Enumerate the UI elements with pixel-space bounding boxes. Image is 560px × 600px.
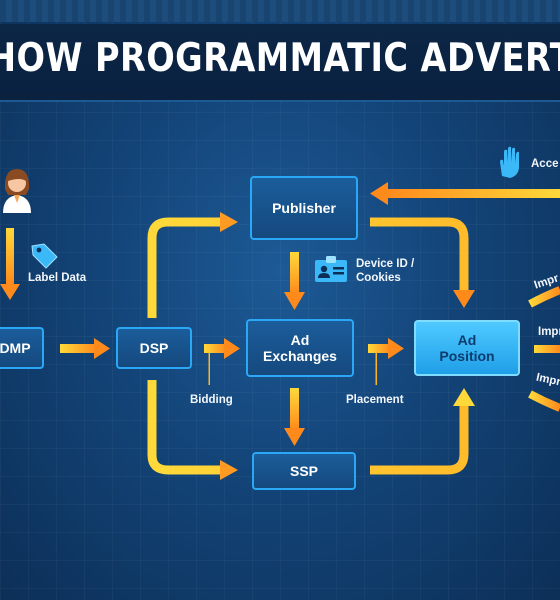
arrow-exchanges-to-position [368, 338, 404, 385]
dsp-box: DSP [116, 327, 192, 369]
arrow-dsp-to-ssp [147, 380, 238, 480]
arrow-access-to-publisher [370, 182, 560, 205]
ad-position-label: Ad Position [439, 332, 495, 364]
arrow-publisher-to-position [370, 217, 475, 308]
publisher-box: Publisher [250, 176, 358, 240]
dmp-label: DMP [0, 340, 31, 356]
arrow-dmp-to-dsp [60, 338, 110, 359]
ad-exchanges-label: Ad Exchanges [263, 332, 337, 364]
page-title: HOW PROGRAMMATIC ADVERTISING WORKS [0, 36, 560, 81]
ssp-box: SSP [252, 452, 356, 490]
dsp-label: DSP [139, 340, 169, 356]
arrow-impression-3 [528, 390, 560, 412]
arrow-exchanges-to-ssp [284, 388, 305, 446]
device-id-text: Device ID / Cookies [356, 258, 415, 284]
id-card-icon [315, 256, 347, 282]
ad-exchanges-box: Ad Exchanges [246, 319, 354, 377]
arrow-publisher-to-exchanges [284, 252, 305, 310]
dmp-box: DMP [0, 327, 44, 369]
placement-text: Placement [346, 394, 404, 406]
title-band: HOW PROGRAMMATIC ADVERTISING WORKS [0, 24, 560, 102]
user-icon [3, 169, 31, 213]
arrow-user-to-dmp [0, 228, 20, 300]
ssp-label: SSP [289, 463, 318, 479]
label-data-text: Label Data [28, 272, 87, 284]
arrow-impression-1 [528, 286, 560, 308]
arrow-ssp-to-position [370, 388, 475, 475]
hand-icon [500, 146, 519, 178]
ad-position-box: Ad Position [414, 320, 520, 376]
publisher-label: Publisher [272, 200, 336, 216]
access-text: Acce [531, 158, 559, 170]
top-strip [0, 0, 560, 22]
arrow-dsp-to-publisher [147, 212, 238, 318]
tag-icon [31, 243, 58, 269]
arrow-dsp-to-exchanges [204, 338, 240, 385]
impression-text-2: Impr [538, 326, 560, 338]
bidding-text: Bidding [190, 394, 233, 406]
arrow-impression-2 [534, 345, 560, 353]
